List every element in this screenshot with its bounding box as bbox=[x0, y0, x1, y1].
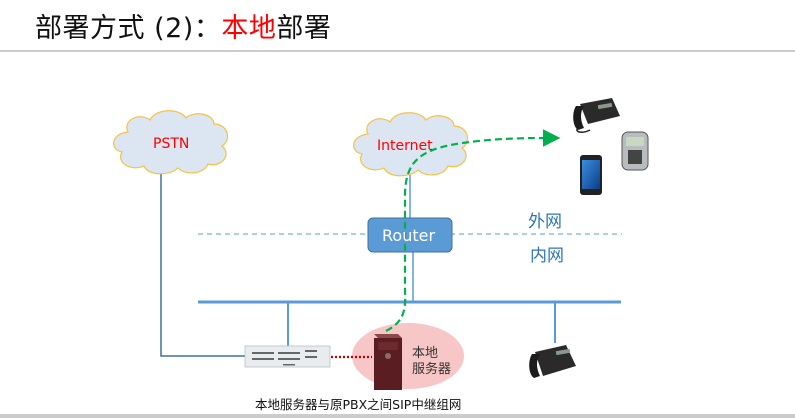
footer-divider bbox=[0, 414, 795, 418]
internet-label: Internet bbox=[377, 138, 433, 154]
title-suffix: 部署 bbox=[276, 13, 332, 44]
tower-server-icon bbox=[374, 334, 402, 390]
internet-cloud-icon bbox=[353, 112, 469, 177]
remote-smartphone-icon bbox=[580, 155, 602, 195]
local-server-label-line1: 本地 bbox=[412, 346, 439, 361]
pbx-rack-icon bbox=[244, 345, 331, 368]
pstn-cloud-icon bbox=[113, 110, 229, 175]
inside-network-label: 内网 bbox=[530, 246, 564, 266]
diagram-caption: 本地服务器与原PBX之间SIP中继组网 bbox=[255, 397, 462, 412]
title-prefix: 部署方式 (2)： bbox=[35, 13, 222, 44]
pstn-link bbox=[160, 170, 245, 357]
title-highlight: 本地 bbox=[221, 13, 277, 44]
local-server-label-line2: 服务器 bbox=[412, 362, 452, 377]
outside-network-label: 外网 bbox=[528, 212, 562, 232]
page-title: 部署方式 (2)：本地部署 bbox=[35, 6, 331, 45]
router-box bbox=[367, 217, 453, 253]
router-label: Router bbox=[382, 226, 436, 245]
local-server-label: 本地服务器 bbox=[412, 346, 451, 378]
remote-desk-phone-icon bbox=[573, 98, 620, 133]
title-divider bbox=[0, 50, 795, 52]
pstn-label: PSTN bbox=[153, 136, 190, 152]
remote-sip-path bbox=[385, 129, 561, 332]
remote-conference-phone-icon bbox=[621, 131, 649, 171]
lan-desk-phone-icon bbox=[529, 345, 576, 378]
